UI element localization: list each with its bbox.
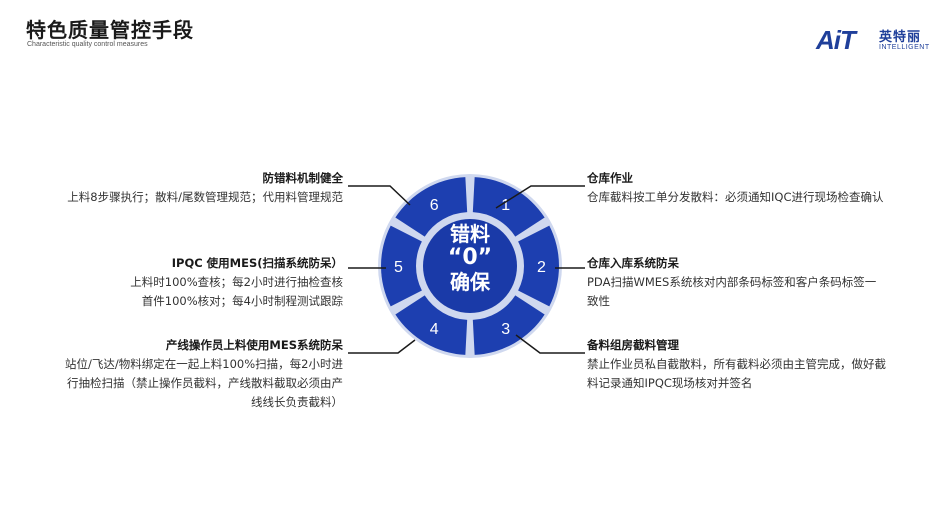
- segment-desc-4-line-2: 行抽检扫描（禁止操作员截料，产线散料截取必须由产: [67, 376, 343, 390]
- segment-desc-3-line-1: 禁止作业员私自截散料，所有截料必须由主管完成，做好截: [587, 357, 886, 371]
- segment-block-1: 仓库作业 仓库截料按工单分发散料：必须通知IQC进行现场检查确认: [587, 169, 883, 207]
- wheel-segment-3: [472, 295, 545, 355]
- segment-desc-1-line-1: 仓库截料按工单分发散料：必须通知IQC进行现场检查确认: [587, 190, 884, 204]
- wheel-segment-5: [380, 225, 422, 307]
- wheel-segment-4: [395, 295, 468, 355]
- segment-title-2: 仓库入库系统防呆: [587, 256, 679, 270]
- segment-desc-2-line-2: 致性: [587, 294, 610, 308]
- segment-desc-5-line-1: 上料时100%查核；每2小时进行抽检查核: [130, 275, 343, 289]
- segment-desc-5-line-2: 首件100%核对；每4小时制程测试跟踪: [141, 294, 343, 308]
- segment-title-4: 产线操作员上料使用MES系统防呆: [165, 338, 343, 352]
- segment-block-5: IPQC 使用MES(扫描系统防呆） 上料时100%查核；每2小时进行抽检查核 …: [130, 254, 343, 311]
- leader-line-6: [348, 185, 411, 206]
- segment-block-6: 防错料机制健全 上料8步骤执行；散料/尾数管理规范；代用料管理规范: [67, 169, 343, 207]
- segment-desc-3-line-2: 料记录通知IPQC现场核对并签名: [587, 376, 753, 390]
- segment-number-1: 1: [501, 197, 510, 214]
- segment-desc-2-line-1: PDA扫描WMES系统核对内部条码标签和客户条码标签一: [587, 275, 877, 289]
- center-line-2: “0”: [447, 245, 493, 270]
- wheel-center: [423, 219, 517, 313]
- segment-title-6: 防错料机制健全: [262, 171, 344, 185]
- segment-number-3: 3: [501, 321, 510, 338]
- segment-block-3: 备料组房截料管理 禁止作业员私自截散料，所有截料必须由主管完成，做好截 料记录通…: [587, 336, 886, 393]
- logo-name-cn: 英特丽: [879, 30, 922, 45]
- segment-number-2: 2: [537, 259, 546, 276]
- segment-title-1: 仓库作业: [587, 171, 633, 185]
- company-logo: AiT 英特丽 INTELLIGENT: [816, 25, 936, 57]
- segment-number-6: 6: [430, 197, 439, 214]
- page-title: 特色质量管控手段: [26, 18, 194, 42]
- segment-block-4: 产线操作员上料使用MES系统防呆 站位/飞达/物料绑定在一起上料100%扫描，每…: [65, 336, 343, 412]
- segment-desc-4-line-1: 站位/飞达/物料绑定在一起上料100%扫描，每2小时进: [65, 357, 343, 371]
- leader-line-3: [515, 334, 585, 354]
- center-line-1: 错料: [450, 222, 490, 246]
- wheel-segment-1: [472, 177, 545, 237]
- wheel-center-label: 错料 “0” 确保: [430, 222, 510, 294]
- segment-desc-6-line-1: 上料8步骤执行；散料/尾数管理规范；代用料管理规范: [67, 190, 343, 204]
- center-line-3: 确保: [450, 270, 490, 294]
- logo-mark: AiT: [816, 25, 856, 55]
- segment-number-5: 5: [394, 259, 403, 276]
- segment-block-2: 仓库入库系统防呆 PDA扫描WMES系统核对内部条码标签和客户条码标签一 致性: [587, 254, 876, 311]
- page-subtitle: Characteristic quality control measures: [27, 41, 148, 48]
- wheel-segment-2: [518, 225, 559, 307]
- segment-title-3: 备料组房截料管理: [587, 338, 679, 352]
- leader-line-4: [348, 339, 416, 354]
- segment-title-5: IPQC 使用MES(扫描系统防呆）: [171, 256, 343, 270]
- logo-name-en: INTELLIGENT: [879, 44, 930, 51]
- segment-desc-4-line-3: 线线长负责截料）: [251, 395, 343, 409]
- leader-line-1: [495, 185, 585, 209]
- segment-number-4: 4: [430, 321, 439, 338]
- wheel-segment-6: [395, 177, 468, 237]
